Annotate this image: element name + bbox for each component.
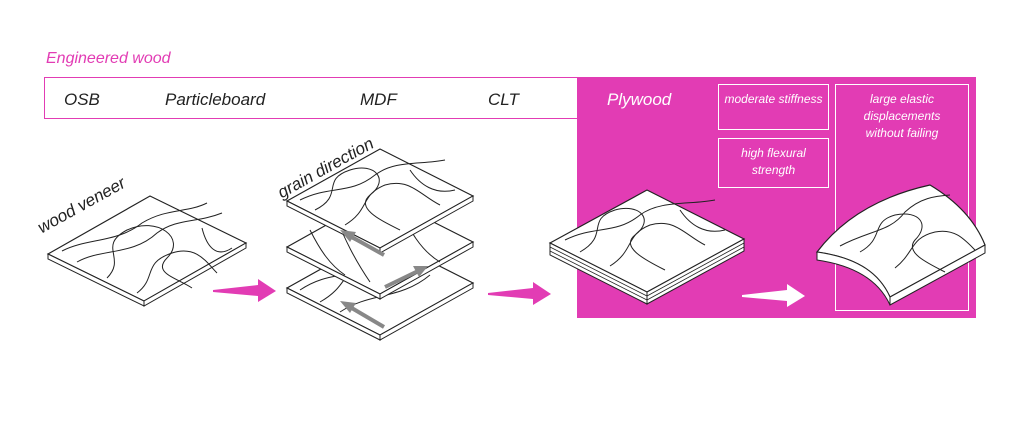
veneer-sheet (46, 195, 248, 307)
arrow-3 (742, 284, 805, 307)
plywood-block (548, 189, 746, 305)
category-particleboard: Particleboard (165, 90, 266, 109)
plywood-label: Plywood (607, 90, 672, 109)
category-mdf: MDF (360, 90, 397, 109)
section-title: Engineered wood (46, 50, 171, 67)
property-flexural: high flexural strength (718, 138, 829, 188)
arrow-2 (488, 282, 551, 305)
property-flexural-text: high flexural strength (741, 146, 806, 177)
layer-stack (285, 148, 475, 341)
property-elastic-text: large elastic displacements without fail… (863, 92, 941, 140)
category-clt: CLT (488, 90, 519, 109)
bent-plywood (815, 184, 986, 306)
property-stiffness-text: moderate stiffness (724, 92, 823, 106)
property-stiffness: moderate stiffness (718, 84, 829, 130)
category-osb: OSB (64, 90, 100, 109)
property-elastic: large elastic displacements without fail… (835, 84, 969, 311)
arrow-1 (213, 279, 276, 302)
